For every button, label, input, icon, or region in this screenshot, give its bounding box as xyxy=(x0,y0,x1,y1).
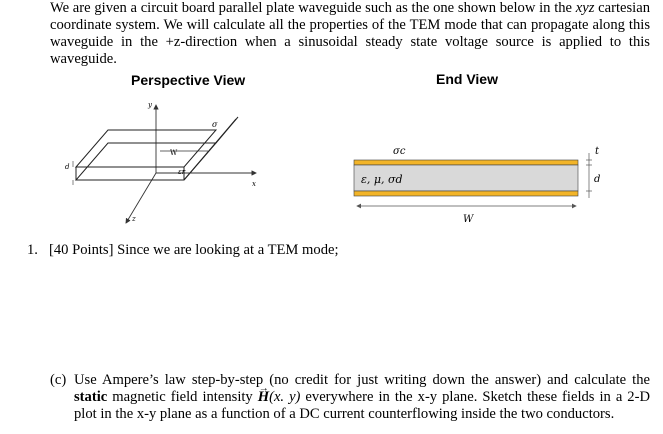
intro-xyz: xyz xyxy=(575,0,595,16)
part-c-text-1: Use Ampere’s law step-by-step (no credit… xyxy=(74,372,650,388)
question-part-c: (c) Use Ampere’s law step-by-step (no cr… xyxy=(50,372,650,423)
question-1-text: [40 Points] Since we are looking at a TE… xyxy=(49,242,339,258)
bottom-plate xyxy=(74,142,218,181)
end-label-medium: ε, μ, σd xyxy=(361,173,403,186)
bottom-conductor xyxy=(353,190,579,197)
question-1: 1. [40 Points] Since we are looking at a … xyxy=(27,242,339,259)
persp-label-sigma: σ xyxy=(212,120,218,129)
top-plate xyxy=(74,129,218,168)
end-view-diagram: σc ε, μ, σd W t d xyxy=(353,146,600,225)
dielectric xyxy=(353,164,579,192)
end-label-sigma-c: σc xyxy=(393,146,406,157)
end-label-t: t xyxy=(595,146,600,157)
part-c-label: (c) xyxy=(50,372,67,388)
persp-label-eps: εr xyxy=(178,168,186,176)
part-c-text-2: magnetic field intensity xyxy=(107,389,258,405)
end-view-title: End View xyxy=(436,71,498,87)
part-c-bold: static xyxy=(74,389,108,405)
persp-label-z: z xyxy=(131,215,136,223)
intro-paragraph: We are given a circuit board parallel pl… xyxy=(50,0,650,68)
top-conductor xyxy=(353,159,579,166)
end-label-d: d xyxy=(594,174,600,185)
intro-text-1: We are given a circuit board parallel pl… xyxy=(50,0,576,16)
persp-label-x: x xyxy=(252,180,256,188)
part-c-text-3: everywhere in the x-y plane. Sketch thes… xyxy=(74,389,650,422)
end-label-W: W xyxy=(463,214,474,225)
intro-text-2: cartesian coordinate system. We will cal… xyxy=(50,0,650,67)
persp-label-W: W xyxy=(170,149,178,157)
part-c-h-vector: →H xyxy=(257,383,270,405)
persp-label-d: d xyxy=(65,163,70,171)
perspective-view-diagram: W y σ εr x z d xyxy=(65,101,257,224)
persp-label-y: y xyxy=(147,101,153,109)
part-c-h-symbol: H xyxy=(257,389,270,405)
question-1-number: 1. xyxy=(27,242,38,258)
perspective-view-title: Perspective View xyxy=(131,72,246,88)
part-c-h-arg: (x. y) xyxy=(269,389,301,405)
z-axis xyxy=(125,172,157,224)
